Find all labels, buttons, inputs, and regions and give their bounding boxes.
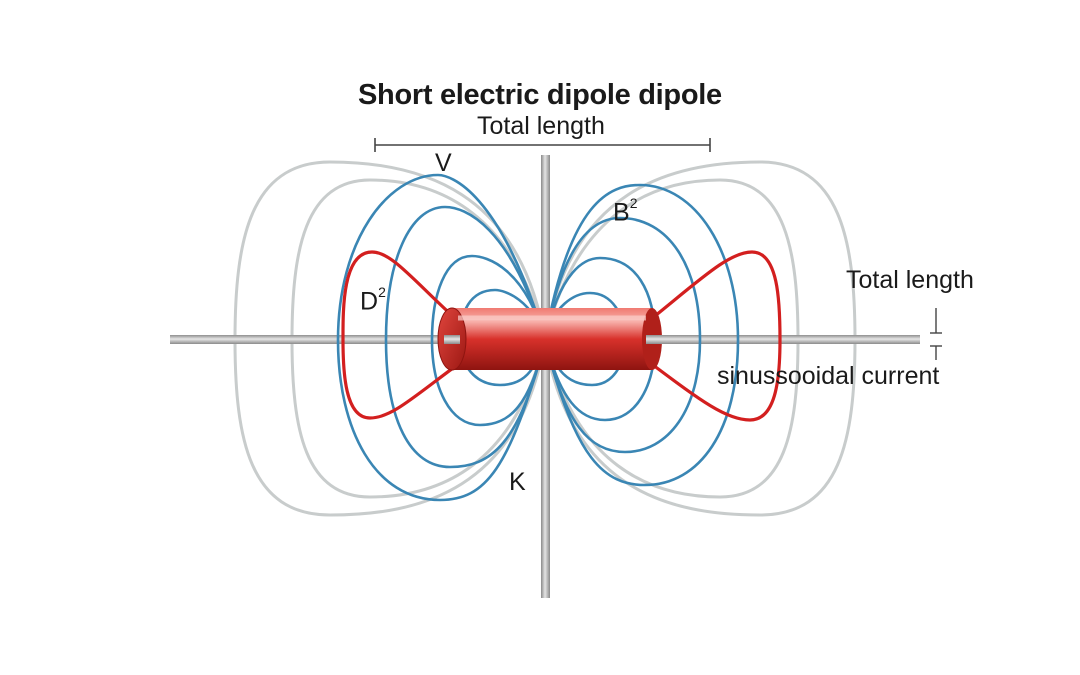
label-k: K — [509, 468, 526, 496]
rod-stub-left — [444, 335, 460, 344]
antenna-rod-left — [170, 335, 455, 344]
label-b-superscript: 2 — [629, 195, 638, 211]
radiation-lobe-left — [341, 250, 487, 420]
field-line-left-1 — [336, 173, 547, 502]
top-length-label: Total length — [477, 112, 605, 140]
right-length-marker — [930, 308, 942, 360]
dipole-cylinder — [437, 307, 662, 371]
rod-stub-right — [646, 335, 662, 344]
diagram-title: Short electric dipole dipole — [358, 79, 722, 111]
field-line-right-2 — [543, 216, 702, 454]
field-line-right-1 — [543, 183, 740, 487]
current-label: sinussooidal current — [717, 362, 940, 390]
label-d-letter: D — [360, 287, 379, 316]
field-line-left-3 — [430, 254, 547, 427]
label-v: V — [435, 149, 452, 177]
label-b: B2 — [613, 196, 637, 227]
antenna-rod-right — [645, 335, 920, 344]
radiation-pattern — [341, 250, 782, 422]
field-line-left-2 — [384, 205, 547, 469]
right-length-label: Total length — [846, 266, 974, 294]
radiation-lobe-right — [620, 250, 782, 422]
label-b-letter: B — [613, 198, 630, 227]
vertical-axis-rod — [541, 155, 550, 598]
top-length-dimension — [374, 138, 711, 152]
label-d-superscript: 2 — [378, 284, 386, 300]
label-d: D2 — [360, 285, 386, 316]
